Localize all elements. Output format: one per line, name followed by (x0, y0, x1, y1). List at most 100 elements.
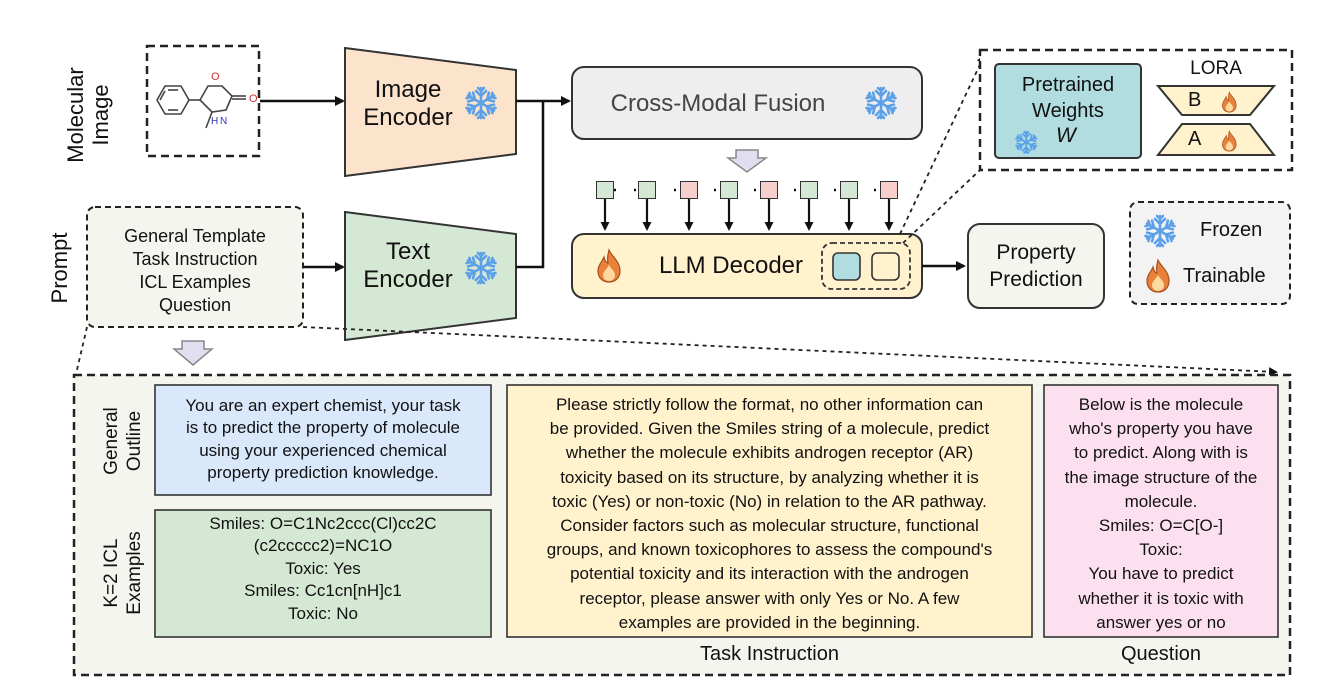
text-encoder-label-line1: Text (385, 238, 430, 265)
icl-text-line: (c2ccccc2)=NC1O (253, 536, 393, 556)
token-green (720, 181, 738, 199)
icl-text-line: Smiles: O=C1Nc2ccc(Cl)cc2C (209, 514, 437, 533)
prompt-box (86, 206, 304, 328)
snowflake-icon (862, 84, 900, 127)
question-text-line: who's property you have (1069, 419, 1253, 439)
text-encoder-shape (344, 210, 517, 342)
prompt-down-arrow (171, 340, 215, 366)
general-outline-side-line1: General (101, 407, 122, 475)
prompt-item-icl-examples: ICL Examples (139, 272, 251, 292)
task-text-line: be provided. Given the Smiles string of … (549, 419, 990, 439)
lora-b-shape (1155, 85, 1277, 116)
task-instruction-text: Please strictly follow the format, no ot… (509, 393, 1030, 635)
property-prediction-line1: Property (996, 241, 1076, 264)
property-prediction-label: Property Prediction (968, 239, 1104, 293)
question-text-line: Toxic: (1139, 540, 1183, 560)
icl-text-line: Smiles: Cc1cn[nH]c1 (244, 581, 402, 601)
icl-text-line: Toxic: No (288, 603, 358, 623)
task-text-line: whether the molecule exhibits androgen r… (565, 443, 974, 463)
question-text-line: whether it is toxic with (1078, 588, 1244, 608)
question-text-line: to predict. Along with is (1074, 443, 1248, 463)
molecular-image-box (145, 44, 261, 158)
task-text-line: potential toxicity and its interaction w… (570, 564, 969, 584)
token-red (680, 181, 698, 199)
molecule-hydrogen-label: H (211, 116, 218, 127)
task-text-line: Consider factors such as molecular struc… (560, 516, 979, 536)
flame-icon (1220, 130, 1239, 155)
token-green (800, 181, 818, 199)
molecular-image-label-line2: Image (88, 84, 114, 146)
token-red (880, 181, 898, 199)
property-prediction-box (967, 223, 1105, 309)
lora-title: LORA (1190, 58, 1242, 79)
pretrained-label-line2: Weights (1032, 100, 1104, 122)
question-text-line: molecule. (1124, 491, 1198, 511)
outline-text-line: You are an expert chemist, your task (185, 396, 461, 415)
icl-side-label: K=2 ICL Examples (100, 508, 146, 638)
property-prediction-line2: Prediction (989, 268, 1083, 291)
molecule-carbonyl-oxygen: O (249, 93, 258, 105)
legend-frozen-label: Frozen (1200, 219, 1263, 241)
prompt-item-task-instruction: Task Instruction (132, 249, 258, 269)
icl-examples-box (154, 509, 492, 638)
outline-text-line: property prediction knowledge. (207, 463, 439, 483)
question-text-line: answer yes or no (1096, 612, 1226, 632)
question-text-line: Smiles: O=C[O-] (1098, 516, 1224, 536)
lora-a-label: A (1188, 128, 1202, 150)
icl-side-line1: K=2 ICL (101, 538, 122, 608)
task-text-line: toxicity based on its structure, by anal… (560, 467, 979, 487)
lora-b-label: B (1188, 89, 1202, 111)
snowflake-icon (462, 249, 500, 292)
flame-icon (1143, 258, 1173, 299)
general-outline-text: You are an expert chemist, your task is t… (157, 395, 489, 485)
task-text-line: groups, and known toxicophores to assess… (546, 540, 993, 560)
image-encoder-label-line2: Encoder (363, 103, 453, 131)
flame-icon (594, 248, 624, 289)
image-encoder-label-line1: Image (374, 76, 442, 103)
pretrained-label-line1: Pretrained (1021, 74, 1115, 96)
task-text-line: examples are provided in the beginning. (618, 612, 921, 632)
molecule-oxygen-atom: O (211, 71, 220, 83)
task-text-line: toxic (Yes) or non-toxic (No) in relatio… (552, 491, 987, 511)
prompt-label: Prompt (47, 232, 72, 304)
decoder-lora-slot (821, 242, 911, 290)
token-arrows (600, 199, 894, 231)
weights-symbol: W (1056, 124, 1076, 147)
molecular-image-label-line1: Molecular (63, 67, 88, 163)
text-encoder-label: Text Encoder (353, 238, 463, 293)
general-outline-side-line2: Outline (124, 410, 146, 472)
lora-a-shape (1155, 123, 1277, 156)
prompt-items-list: General Template Task Instruction ICL Ex… (88, 225, 302, 317)
snowflake-icon (462, 84, 500, 127)
icl-text-line: Toxic: Yes (285, 558, 361, 578)
prompt-item-general-template: General Template (124, 226, 266, 246)
token-green (840, 181, 858, 199)
cross-modal-fusion-box (571, 66, 923, 140)
image-encoder-shape (344, 46, 517, 178)
task-instruction-box (506, 384, 1033, 638)
outline-text-line: is to predict the property of molecule (185, 418, 461, 438)
general-outline-box (154, 384, 492, 496)
question-text-line: the image structure of the (1064, 467, 1258, 487)
icl-examples-text: Smiles: O=C1Nc2ccc(Cl)cc2C (c2ccccc2)=NC1… (157, 513, 489, 625)
molecule-structure (156, 85, 246, 129)
icl-side-line2: Examples (124, 531, 146, 615)
question-text-line: Below is the molecule (1078, 395, 1244, 414)
snowflake-icon (1141, 212, 1179, 255)
cross-modal-fusion-label: Cross-Modal Fusion (610, 90, 826, 117)
general-outline-side-label: General Outline (100, 386, 146, 496)
question-box (1043, 384, 1279, 638)
snowflake-icon (1013, 129, 1040, 159)
prompt-item-question: Question (158, 295, 232, 315)
question-caption: Question (1120, 643, 1202, 665)
question-text-line: You have to predict (1088, 564, 1234, 584)
image-encoder-label: Image Encoder (353, 76, 463, 131)
token-red (760, 181, 778, 199)
token-green (638, 181, 656, 199)
task-instruction-caption: Task Instruction (700, 643, 839, 665)
token-green (596, 181, 614, 199)
text-encoder-label-line2: Encoder (363, 265, 453, 293)
question-text: Below is the molecule who's property you … (1046, 393, 1276, 635)
